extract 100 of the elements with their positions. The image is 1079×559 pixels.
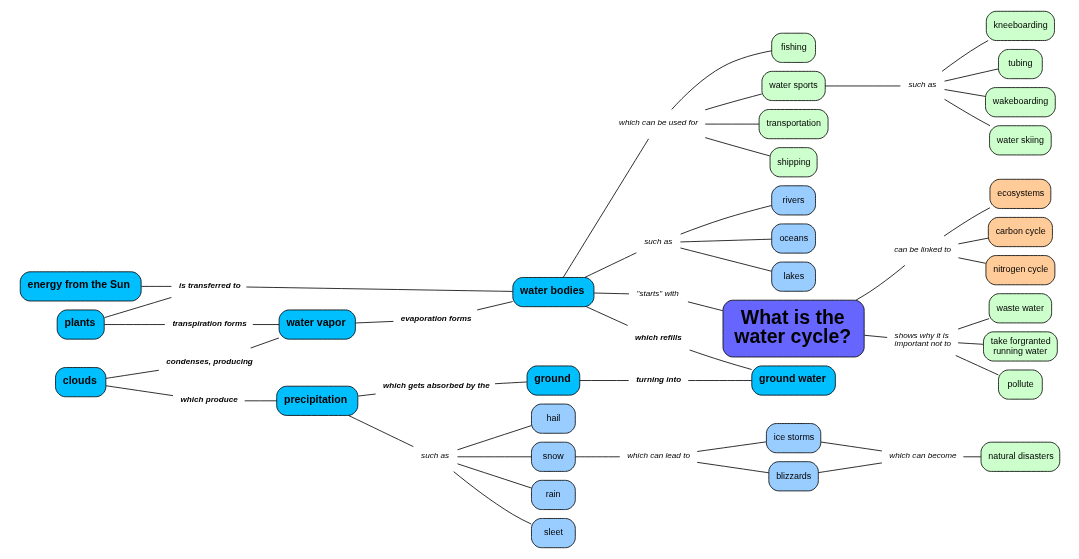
connector: [696, 441, 767, 452]
node-text: turning into: [635, 374, 681, 384]
node-box: hail: [530, 403, 576, 434]
node-box: pollute: [997, 369, 1043, 400]
connector: [943, 98, 990, 127]
node-box: ground water: [750, 365, 836, 396]
node-box: sleet: [530, 518, 576, 549]
connector: [819, 441, 882, 452]
connector: [452, 471, 532, 525]
connector: [105, 369, 159, 379]
connector: [245, 286, 513, 292]
connector: [957, 318, 989, 330]
connector: [943, 89, 986, 97]
connector: [140, 286, 172, 287]
node-text: is transferred to: [178, 280, 241, 290]
node-box: water sports: [761, 70, 826, 101]
connector: [103, 297, 172, 319]
node-box: shipping: [769, 147, 818, 178]
node-text: which refills: [634, 333, 682, 343]
connector: [494, 381, 527, 385]
connector: [243, 400, 277, 402]
node-box: tubing: [997, 49, 1043, 80]
connector: [456, 425, 532, 451]
node-box: water bodies: [511, 277, 594, 308]
node-box: ecosystems: [989, 178, 1051, 209]
connector: [251, 324, 279, 325]
node-box: nitrogen cycle: [985, 255, 1055, 286]
node-box: kneeboarding: [985, 10, 1055, 41]
connector: [679, 205, 772, 235]
node-text: which produce: [180, 395, 238, 405]
node-box: transportation: [758, 109, 828, 140]
node-text: transpiration forms: [171, 318, 247, 328]
node-box: lakes: [770, 261, 816, 292]
connector: [574, 456, 620, 458]
node-text: such as: [643, 236, 672, 246]
connector: [943, 68, 999, 82]
node-box: natural disasters: [980, 441, 1060, 472]
node-text: shows why it is important not to: [894, 331, 951, 349]
connector: [704, 137, 770, 157]
node-box: energy from the Sun: [19, 271, 142, 302]
node-box: take forgranted running water: [982, 331, 1058, 362]
connector: [347, 415, 414, 447]
node-box: ground: [526, 365, 580, 396]
connector: [943, 207, 990, 237]
node-text: which can lead to: [626, 451, 690, 461]
connector: [562, 138, 649, 278]
node-text: can be linked to: [893, 244, 951, 254]
node-box: waste water: [988, 293, 1052, 324]
node-text: such as: [907, 80, 936, 90]
connector: [824, 85, 901, 87]
connector: [957, 257, 986, 264]
connector: [696, 461, 769, 474]
connector: [962, 456, 981, 458]
connector: [863, 334, 888, 338]
connector: [941, 40, 989, 72]
node-text: condenses, producing: [165, 356, 253, 366]
connector: [105, 385, 173, 397]
node-box: What is the water cycle?: [722, 299, 865, 358]
connector: [957, 342, 984, 345]
connector: [476, 301, 513, 311]
node-box: wakeboarding: [984, 87, 1056, 118]
connector: [249, 337, 279, 349]
node-text: which can become: [888, 451, 957, 461]
connector: [687, 380, 752, 381]
connector: [585, 306, 628, 326]
connector: [688, 349, 752, 370]
node-box: carbon cycle: [987, 217, 1053, 248]
node-box: fishing: [770, 32, 816, 63]
node-box: water vapor: [278, 309, 356, 340]
connector: [357, 393, 376, 397]
connector: [704, 93, 762, 111]
connector: [679, 238, 772, 243]
node-box: oceans: [770, 223, 816, 254]
connector: [578, 380, 629, 381]
connector: [687, 301, 723, 312]
node-box: blizzards: [767, 461, 819, 492]
connector: [354, 320, 394, 324]
node-text: such as: [420, 451, 449, 461]
connector: [456, 463, 532, 489]
connector: [817, 462, 882, 474]
node-text: "starts" with: [636, 288, 679, 298]
node-text: which gets absorbed by the: [382, 381, 490, 391]
connector: [679, 247, 772, 272]
node-box: clouds: [54, 367, 106, 398]
connector: [103, 324, 165, 325]
connector: [456, 456, 532, 458]
connector: [584, 252, 637, 278]
connector: [670, 50, 772, 110]
connector: [593, 292, 629, 295]
node-box: rain: [530, 479, 576, 510]
node-text: which can be used for: [618, 118, 698, 128]
node-box: snow: [530, 441, 576, 472]
node-box: water skiing: [988, 125, 1052, 156]
node-box: plants: [56, 309, 105, 340]
node-text: evaporation forms: [400, 313, 472, 323]
node-box: rivers: [770, 185, 816, 216]
connector: [855, 264, 905, 301]
connector: [957, 237, 989, 245]
connector: [954, 355, 999, 376]
node-box: ice storms: [765, 423, 821, 454]
